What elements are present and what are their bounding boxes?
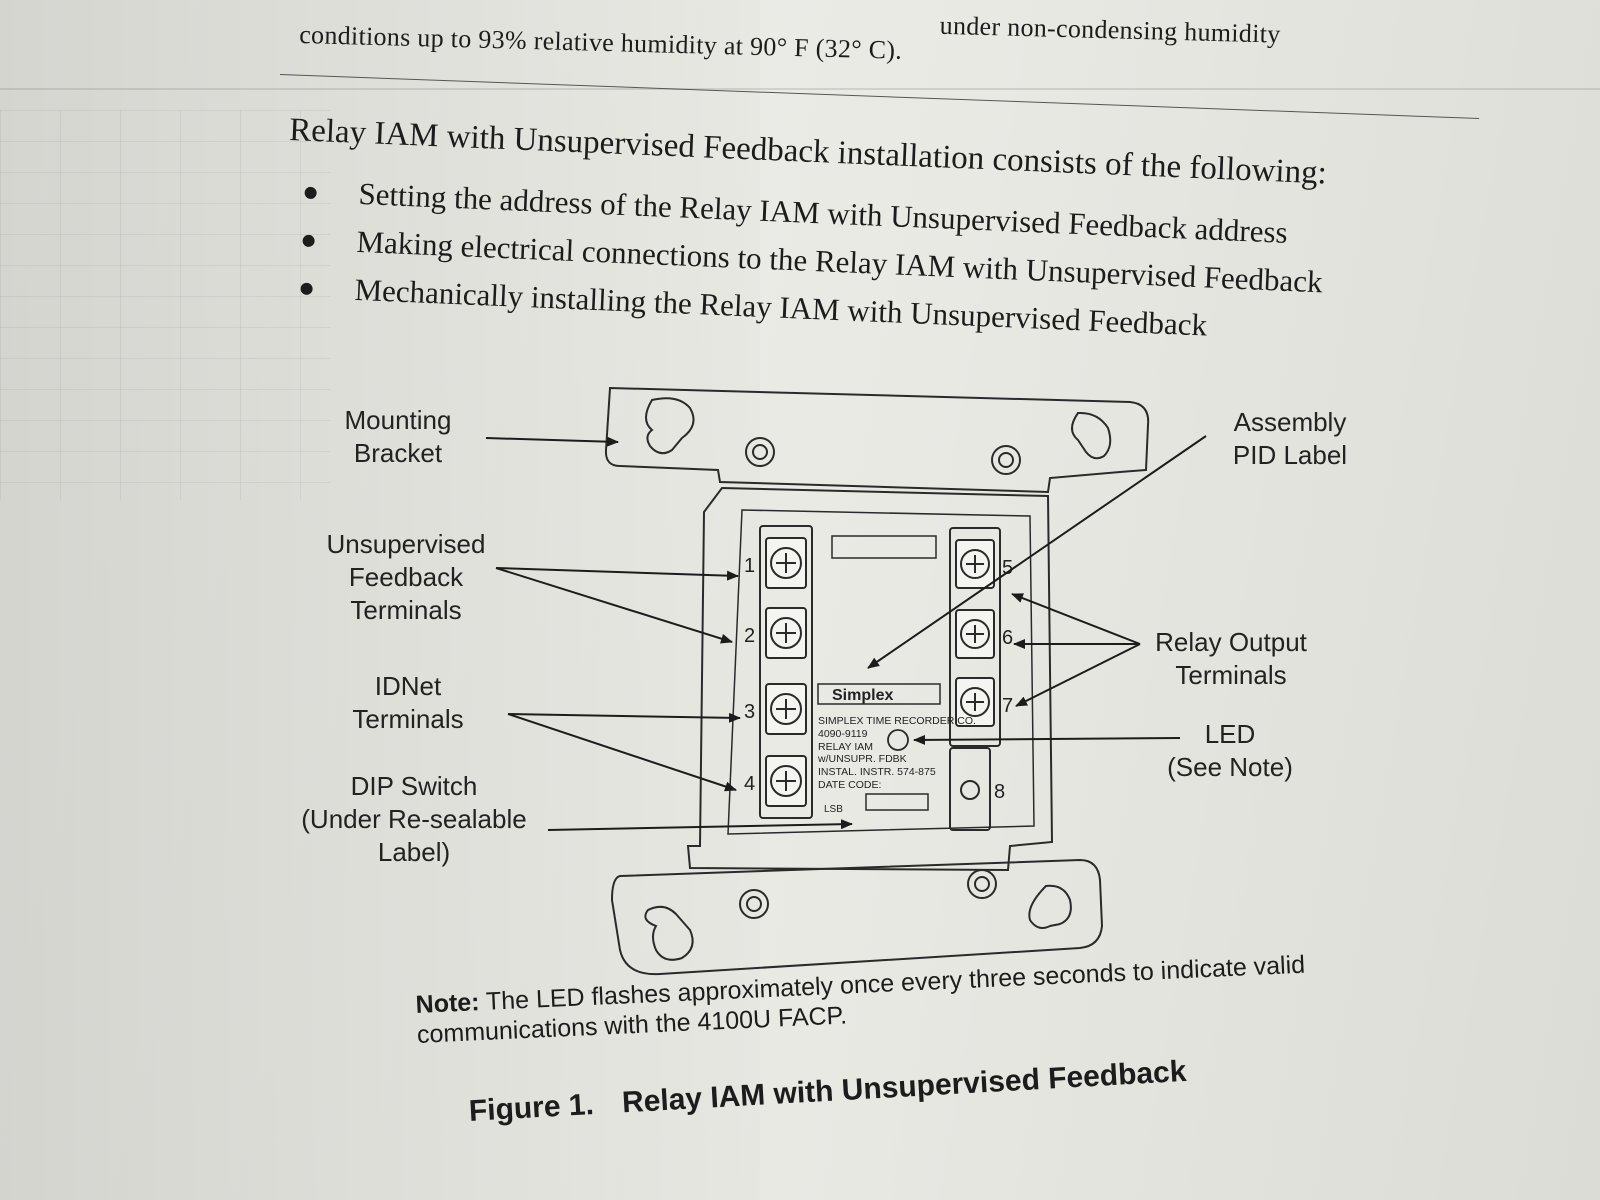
device-label-line: SIMPLEX TIME RECORDER CO. xyxy=(818,715,976,727)
device-label-line: DATE CODE: xyxy=(818,779,881,791)
label-line: Terminals xyxy=(1175,660,1287,690)
leader-idnet-4 xyxy=(507,713,737,792)
dip-switch-icon xyxy=(865,793,929,811)
label-line: Terminals xyxy=(350,595,462,625)
label-idnet: IDNet Terminals xyxy=(348,670,468,736)
leader-assembly-pid xyxy=(867,435,1207,669)
mounting-bracket-top xyxy=(604,386,1150,494)
leader-feedback-1 xyxy=(495,567,739,581)
screw-top-left xyxy=(745,437,775,467)
label-unsupervised-feedback: Unsupervised Feedback Terminals xyxy=(312,528,500,627)
label-mounting-bracket: Mounting Bracket xyxy=(328,404,468,470)
label-line: Unsupervised xyxy=(326,529,486,559)
terminal-6 xyxy=(955,609,995,659)
device-label-line: 4090-9119 xyxy=(818,728,868,740)
leader-mounting-bracket xyxy=(485,436,619,447)
label-line: DIP Switch xyxy=(350,771,478,801)
device-label-line: INSTAL. INSTR. 574-875 xyxy=(818,766,936,778)
note-prefix: Note: xyxy=(415,988,481,1019)
mounting-bracket-bottom xyxy=(610,858,1104,976)
terminal-number: 1 xyxy=(744,555,755,577)
terminal-5 xyxy=(955,539,995,589)
terminal-number: 3 xyxy=(744,701,755,723)
label-line: Mounting xyxy=(344,405,452,435)
lsb-label: LSB xyxy=(824,804,843,815)
keyhole-top-right xyxy=(1071,411,1112,460)
keyhole-bottom-left xyxy=(644,905,694,961)
label-line: Assembly xyxy=(1233,407,1347,437)
leader-dip-switch xyxy=(547,819,853,831)
terminal-1 xyxy=(765,537,807,589)
screw-bottom-left xyxy=(739,889,769,919)
leader-led xyxy=(913,734,1181,745)
label-line: Bracket xyxy=(353,438,443,468)
label-led: LED (See Note) xyxy=(1160,718,1300,784)
label-line: Relay Output xyxy=(1155,627,1307,657)
keyhole-top-left xyxy=(645,397,695,455)
leader-idnet-3 xyxy=(507,712,741,723)
screw-bottom-right xyxy=(967,869,997,899)
leader-relay-7 xyxy=(1015,643,1141,707)
module-body xyxy=(686,486,1054,872)
label-assembly-pid: Assembly PID Label xyxy=(1220,406,1360,472)
terminal-number: 4 xyxy=(744,773,755,795)
leader-relay-5 xyxy=(1011,593,1141,645)
terminal-3 xyxy=(765,683,807,735)
keyhole-bottom-right xyxy=(1028,884,1072,929)
screw-top-right xyxy=(991,445,1021,475)
terminal-number: 6 xyxy=(1002,627,1013,649)
terminal-number: 2 xyxy=(744,625,755,647)
label-line: Feedback xyxy=(348,562,464,592)
device-label-line: w/UNSUPR. FDBK xyxy=(817,753,907,765)
led-icon xyxy=(887,729,909,751)
device-label: Simplex SIMPLEX TIME RECORDER CO. 4090-9… xyxy=(817,683,976,815)
brand-logo: Simplex xyxy=(832,687,893,704)
terminal-7 xyxy=(955,677,995,727)
label-line: LED xyxy=(1204,719,1256,749)
terminal-2 xyxy=(765,607,807,659)
fold-shadow xyxy=(0,0,760,1200)
label-line: PID Label xyxy=(1232,440,1348,470)
terminal-4 xyxy=(765,755,807,807)
label-line: Terminals xyxy=(352,704,464,734)
label-line: (Under Re-sealable xyxy=(301,804,527,834)
terminal-number: 7 xyxy=(1002,695,1013,717)
bleed-through-grid xyxy=(0,110,330,500)
label-line: (See Note) xyxy=(1167,752,1293,782)
leader-feedback-2 xyxy=(495,567,733,644)
terminal-number: 8 xyxy=(994,781,1005,803)
terminal-number: 5 xyxy=(1002,557,1013,579)
label-line: IDNet xyxy=(374,671,442,701)
label-line: Label) xyxy=(377,837,451,867)
label-relay-output: Relay Output Terminals xyxy=(1146,626,1316,692)
label-dip-switch: DIP Switch (Under Re-sealable Label) xyxy=(284,770,544,869)
figure-number: Figure 1. xyxy=(468,1088,595,1128)
device-label-line: RELAY IAM xyxy=(818,741,873,753)
fold-crease xyxy=(0,88,1600,90)
terminal-8-hole xyxy=(960,780,980,800)
